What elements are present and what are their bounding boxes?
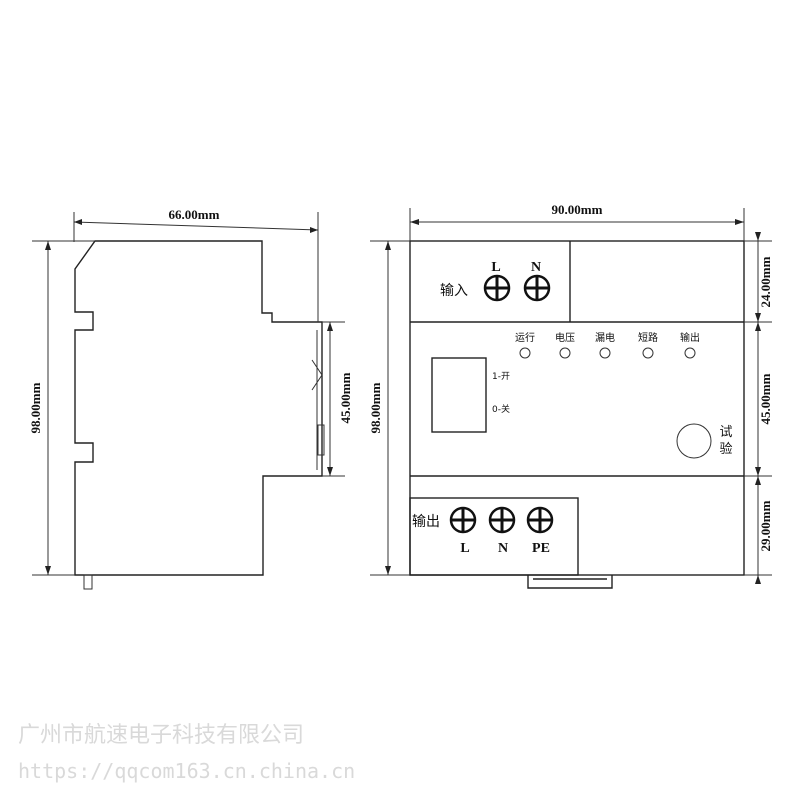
- switch-on-label: 1-开: [492, 371, 510, 382]
- test-label-2: 验: [719, 441, 732, 457]
- arrow-icon: [755, 467, 761, 476]
- arrow-icon: [755, 322, 761, 331]
- indicator-led-icon: [519, 347, 531, 359]
- output-terminal-N-label: N: [498, 541, 508, 556]
- indicator-label: 电压: [555, 331, 575, 344]
- arrow-icon: [327, 322, 333, 331]
- screw-terminal-icon: [526, 506, 554, 534]
- switch-window: [431, 357, 487, 433]
- side-view: 66.00mm 98.00mm 45.00mm: [28, 207, 353, 590]
- indicator-led-icon: [684, 347, 696, 359]
- side-view-foot: [83, 574, 93, 590]
- output-terminal-L-label: L: [460, 541, 469, 556]
- screw-terminal-icon: [483, 274, 511, 302]
- side-view-rail: [311, 330, 323, 470]
- test-button: [676, 423, 712, 459]
- watermark-url: https://qqcom163.cn.china.cn: [18, 759, 355, 783]
- output-terminal-PE-label: PE: [532, 541, 550, 556]
- input-terminal-L-label: L: [491, 260, 500, 275]
- arrow-icon: [45, 241, 51, 250]
- watermark-company: 广州市航速电子科技有限公司: [18, 723, 304, 748]
- front-view: 输入 L N 运行 电压 漏电 短路 输出 1-开 0-关: [368, 202, 773, 589]
- side-width-label: 66.00mm: [169, 207, 220, 222]
- side-view-clip: [317, 424, 325, 456]
- arrow-icon: [735, 219, 744, 225]
- arrow-icon: [385, 566, 391, 575]
- indicator-label: 漏电: [595, 331, 615, 344]
- arrow-icon: [385, 241, 391, 250]
- din-clip: [527, 575, 613, 589]
- arrow-icon: [755, 232, 761, 241]
- watermark: 广州市航速电子科技有限公司 https://qqcom163.cn.china.…: [18, 723, 355, 783]
- side-height-label: 98.00mm: [28, 382, 43, 433]
- dim-middle-section-label: 45.00mm: [758, 373, 773, 424]
- output-box: [409, 497, 579, 576]
- side-depth-label: 45.00mm: [338, 372, 353, 423]
- indicator-label: 输出: [680, 331, 700, 344]
- dim-line-width: [73, 221, 319, 231]
- arrow-icon: [45, 566, 51, 575]
- output-label: 输出: [412, 514, 440, 530]
- arrow-icon: [755, 575, 761, 584]
- arrow-icon: [755, 313, 761, 322]
- input-terminal-N-label: N: [531, 260, 541, 275]
- dim-bottom-section-label: 29.00mm: [758, 500, 773, 551]
- arrow-icon: [310, 227, 318, 233]
- indicator-label: 运行: [515, 331, 535, 344]
- screw-terminal-icon: [488, 506, 516, 534]
- indicator-led-icon: [599, 347, 611, 359]
- front-height-label: 98.00mm: [368, 382, 383, 433]
- indicator-label: 短路: [638, 331, 658, 344]
- indicator-led-icon: [559, 347, 571, 359]
- side-view-outline: [74, 240, 323, 576]
- switch-off-label: 0-关: [492, 403, 510, 415]
- arrow-icon: [74, 219, 82, 225]
- front-width-label: 90.00mm: [552, 202, 603, 217]
- arrow-icon: [755, 476, 761, 485]
- dim-top-section-label: 24.00mm: [758, 256, 773, 307]
- arrow-icon: [410, 219, 419, 225]
- indicator-led-icon: [642, 347, 654, 359]
- arrow-icon: [327, 467, 333, 476]
- indicator-row: 运行 电压 漏电 短路 输出: [515, 331, 700, 359]
- screw-terminal-icon: [449, 506, 477, 534]
- screw-terminal-icon: [523, 274, 551, 302]
- input-label: 输入: [440, 283, 468, 299]
- test-label-1: 试: [719, 425, 732, 440]
